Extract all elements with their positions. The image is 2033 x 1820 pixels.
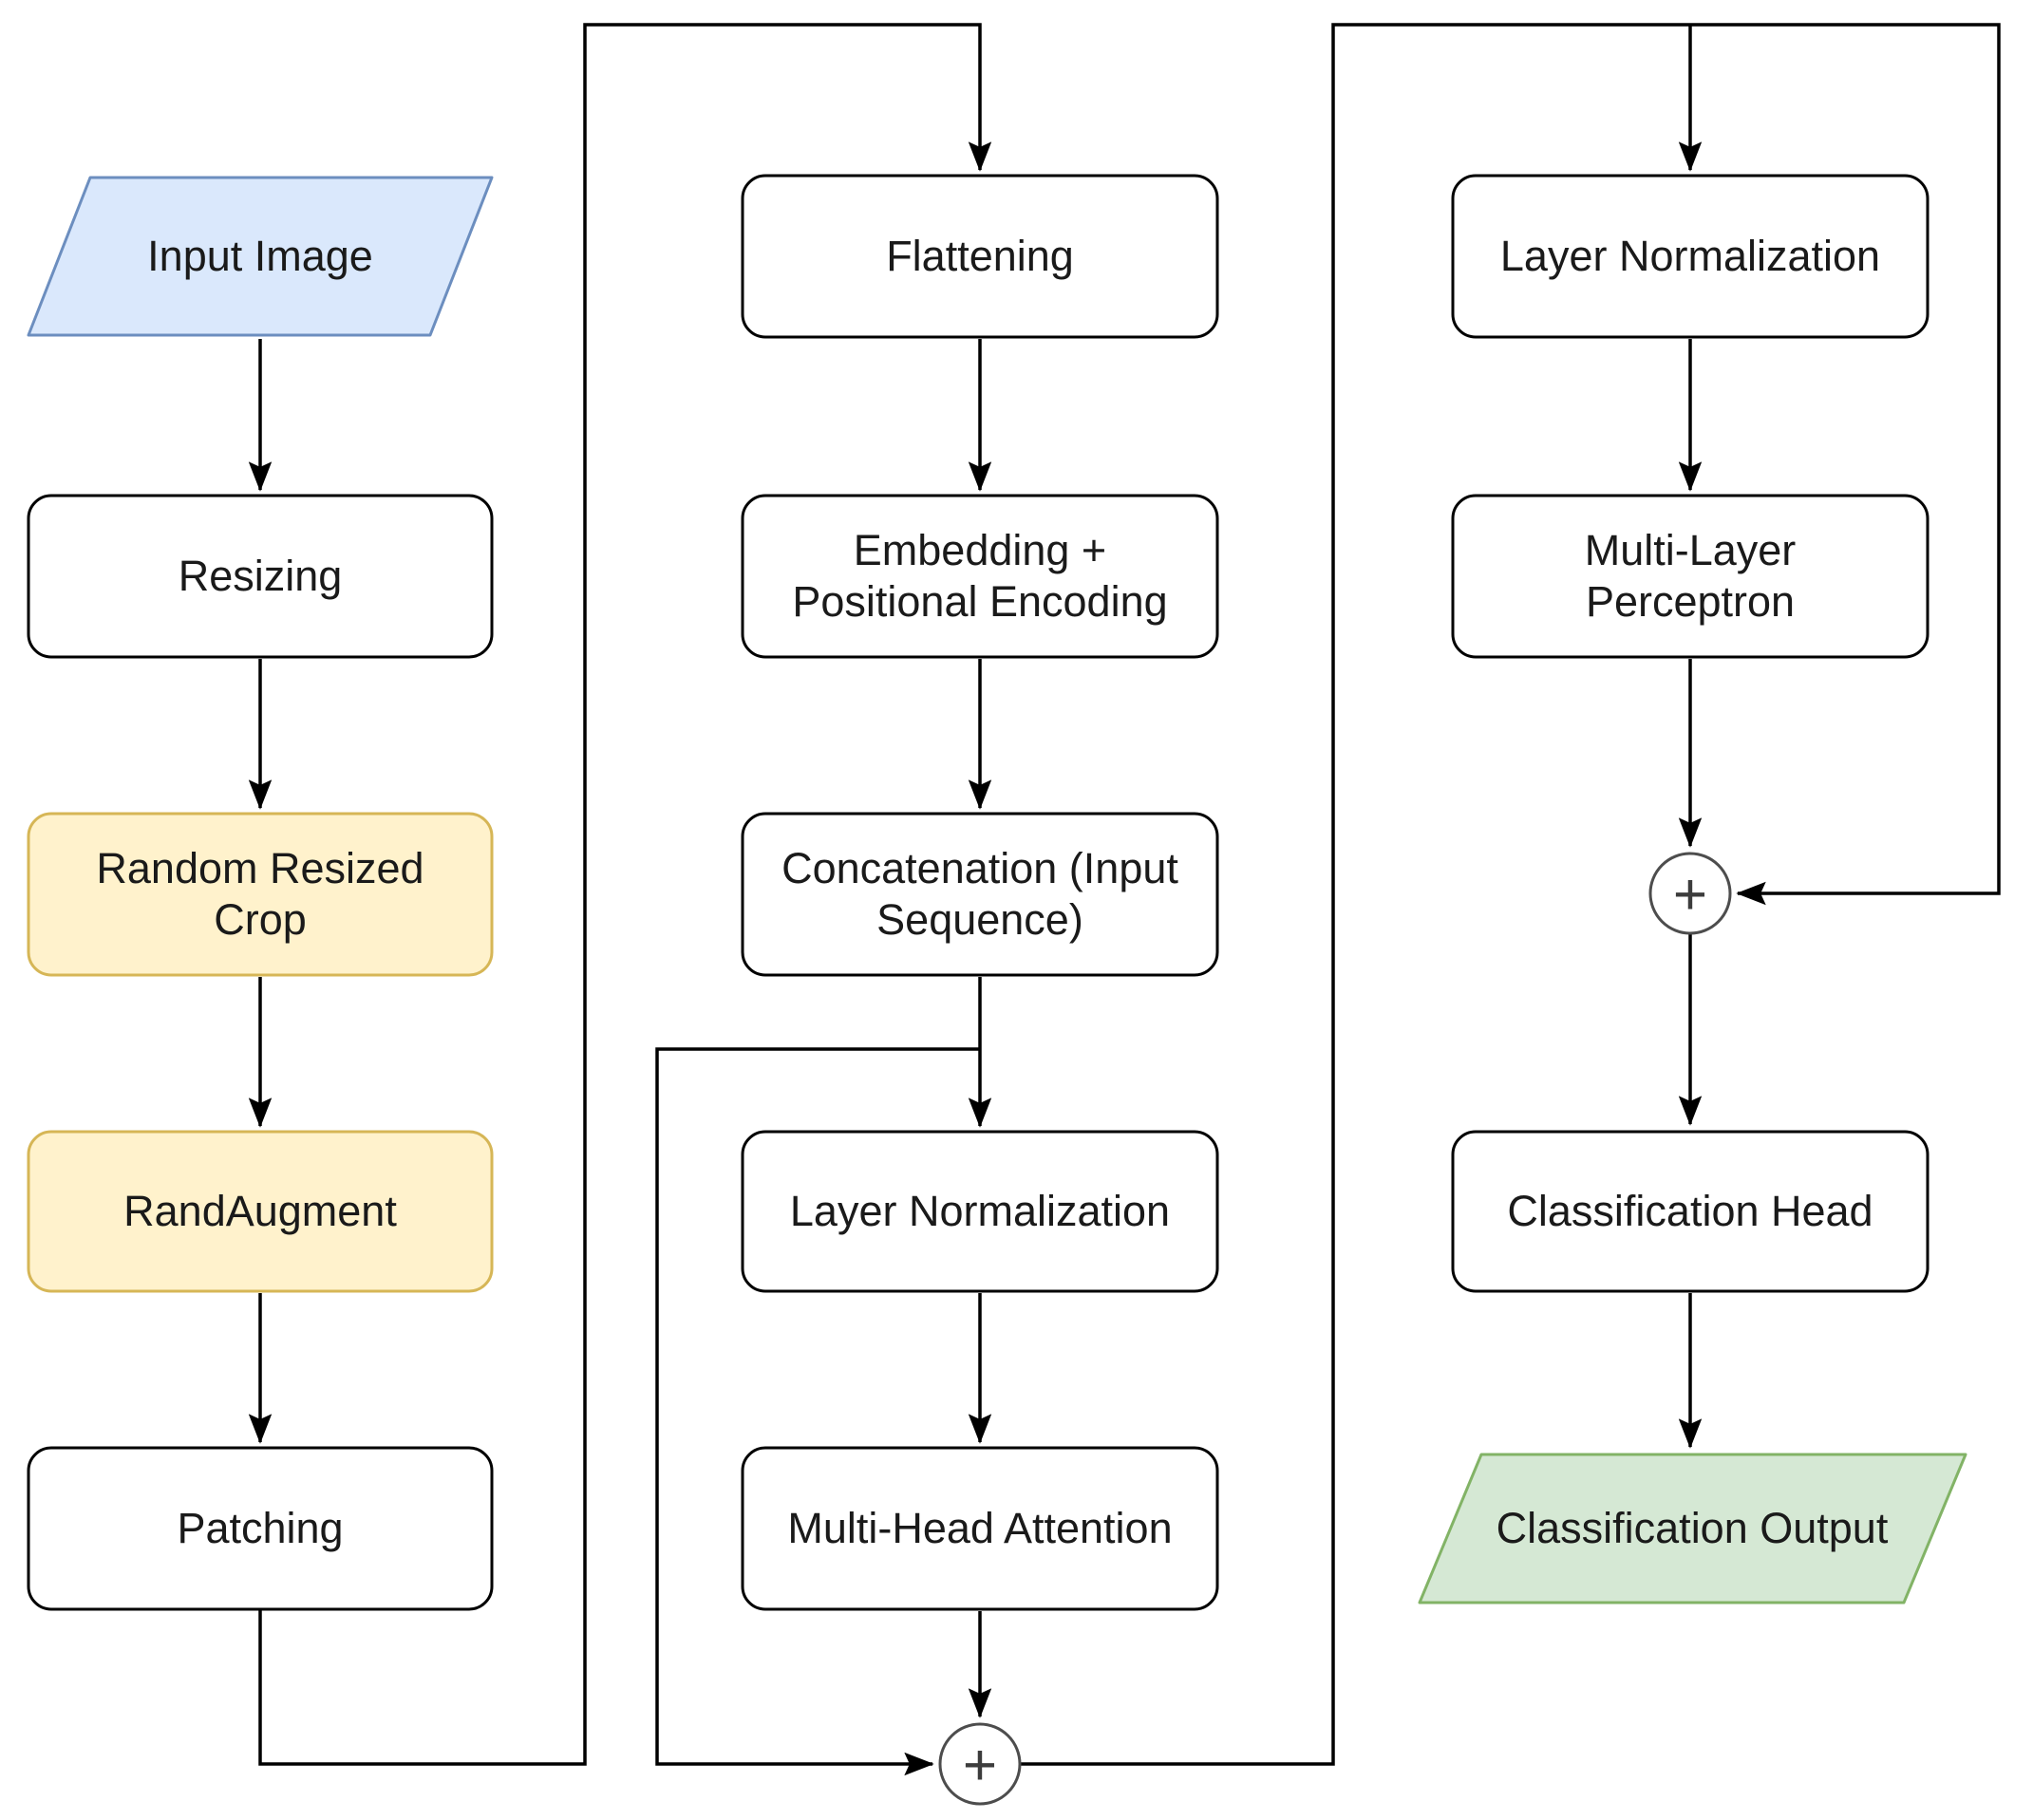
- sum-1-plus-icon: +: [963, 1733, 997, 1798]
- node-patching-label: Patching: [177, 1504, 343, 1552]
- edge-sum-1-to-sum-2-skip: [1020, 23, 2001, 1766]
- node-flattening-label: Flattening: [886, 232, 1074, 280]
- column-transformer-input: Flattening Embedding + Positional Encodi…: [741, 174, 1219, 1806]
- node-multi-layer-perceptron: [1451, 494, 1929, 659]
- node-embedding-label-line1: Embedding +: [854, 526, 1106, 574]
- node-resizing-label: Resizing: [179, 552, 343, 600]
- node-input-image: [27, 176, 494, 337]
- node-random-resized-crop-label-line2: Crop: [214, 895, 307, 944]
- edge-layer: [248, 23, 2001, 1776]
- node-input-image-label: Input Image: [147, 232, 373, 280]
- node-concatenation-label-line1: Concatenation (Input: [781, 844, 1178, 892]
- column-preprocessing: Input Image Resizing Random Resized Crop…: [27, 176, 494, 1611]
- node-mlp-label-line1: Multi-Layer: [1585, 526, 1797, 574]
- edge-skip-concatenation-to-sum-1: [655, 1047, 980, 1776]
- node-multi-head-attention: [741, 1446, 1219, 1611]
- node-mlp-label-line2: Perceptron: [1586, 577, 1795, 626]
- sum-2-plus-icon: +: [1673, 862, 1707, 928]
- column-transformer-output: Layer Normalization Multi-Layer Perceptr…: [1418, 174, 1967, 1604]
- node-classification-head: [1451, 1130, 1929, 1293]
- node-randaugment-label: RandAugment: [123, 1187, 397, 1235]
- node-resizing: [27, 494, 494, 659]
- node-random-resized-crop-label-line1: Random Resized: [96, 844, 424, 892]
- node-embedding-label-line2: Positional Encoding: [792, 577, 1167, 626]
- node-random-resized-crop: [27, 812, 494, 977]
- sum-2-node: [1648, 852, 1732, 935]
- node-layer-normalization-2: [1451, 174, 1929, 339]
- node-randaugment: [27, 1130, 494, 1293]
- node-concatenation: [741, 812, 1219, 977]
- node-flattening: [741, 174, 1219, 339]
- node-classification-output-label: Classification Output: [1497, 1504, 1889, 1552]
- node-patching: [27, 1446, 494, 1611]
- edge-patching-to-flattening: [258, 23, 992, 1766]
- node-layer-normalization-1-label: Layer Normalization: [790, 1187, 1170, 1235]
- node-embedding-positional-encoding: [741, 494, 1219, 659]
- node-layer-normalization-1: [741, 1130, 1219, 1293]
- node-concatenation-label-line2: Sequence): [876, 895, 1083, 944]
- node-layer-normalization-2-label: Layer Normalization: [1500, 232, 1880, 280]
- sum-1-node: [938, 1722, 1022, 1806]
- node-classification-output: [1418, 1453, 1967, 1604]
- node-multi-head-attention-label: Multi-Head Attention: [787, 1504, 1172, 1552]
- node-classification-head-label: Classification Head: [1507, 1187, 1873, 1235]
